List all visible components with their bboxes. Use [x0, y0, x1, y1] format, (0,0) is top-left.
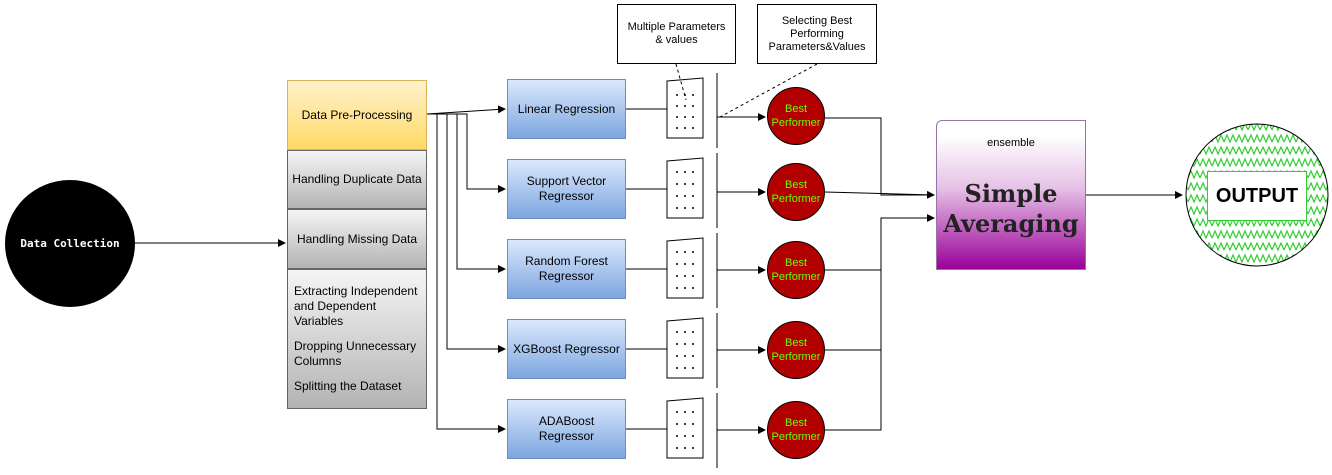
best-performer-label: Best Performer — [771, 337, 821, 363]
step-missing-label: Handling Missing Data — [296, 231, 418, 246]
model-label: Random Forest Regressor — [525, 254, 608, 283]
preprocessing-header: Data Pre-Processing — [287, 80, 427, 150]
step-extracting-label: Extracting Independent and Dependent Var… — [294, 284, 418, 328]
tuning-row — [626, 350, 882, 468]
step-splitting-label: Splitting the Dataset — [294, 379, 402, 393]
best-performer-node: Best Performer — [767, 241, 825, 299]
output-label: OUTPUT — [1215, 184, 1299, 207]
ensemble-box: ensemble Simple Averaging — [936, 120, 1086, 270]
step-duplicate: Handling Duplicate Data — [287, 150, 427, 209]
model-label: XGBoost Regressor — [513, 341, 620, 356]
best-performer-node: Best Performer — [767, 87, 825, 145]
data-collection-label: Data Collection — [20, 237, 120, 250]
step-duplicate-label: Handling Duplicate Data — [292, 172, 422, 186]
best-performer-label: Best Performer — [771, 103, 821, 129]
best-performer-label: Best Performer — [771, 417, 821, 443]
step-missing: Handling Missing Data — [287, 209, 427, 269]
callout-selecting-best: Selecting Best Performing Parameters&Val… — [757, 4, 877, 64]
model-label: ADABoost Regressor — [538, 414, 595, 443]
callout-selecting-label: Selecting Best Performing Parameters&Val… — [768, 14, 866, 53]
tuning-row — [626, 73, 934, 196]
model-xgboost: XGBoost Regressor — [507, 319, 626, 379]
model-adaboost: ADABoost Regressor — [507, 399, 626, 459]
tuning-row — [626, 153, 935, 228]
best-performer-label: Best Performer — [771, 257, 821, 283]
best-performer-node: Best Performer — [767, 401, 825, 459]
output-label-box: OUTPUT — [1207, 171, 1307, 221]
best-performer-node: Best Performer — [767, 163, 825, 221]
step-list: Extracting Independent and Dependent Var… — [287, 269, 427, 409]
best-performer-label: Best Performer — [771, 179, 821, 205]
model-label: Support Vector Regressor — [526, 174, 607, 203]
callout-multiple-parameters: Multiple Parameters & values — [617, 4, 736, 64]
ensemble-label: ensemble — [987, 137, 1035, 149]
preprocessing-header-label: Data Pre-Processing — [301, 107, 413, 122]
tuning-row — [626, 218, 882, 388]
model-linear-regression: Linear Regression — [507, 79, 626, 139]
data-collection-node: Data Collection — [5, 180, 135, 307]
step-dropping-label: Dropping Unnecessary Columns — [294, 339, 417, 368]
model-random-forest: Random Forest Regressor — [507, 239, 626, 299]
best-performer-node: Best Performer — [767, 321, 825, 379]
callout-multiple-label: Multiple Parameters & values — [627, 21, 726, 46]
ensemble-title: Simple Averaging — [943, 179, 1079, 238]
model-label: Linear Regression — [517, 101, 616, 116]
parameter-dots — [676, 94, 694, 449]
model-support-vector: Support Vector Regressor — [507, 159, 626, 219]
